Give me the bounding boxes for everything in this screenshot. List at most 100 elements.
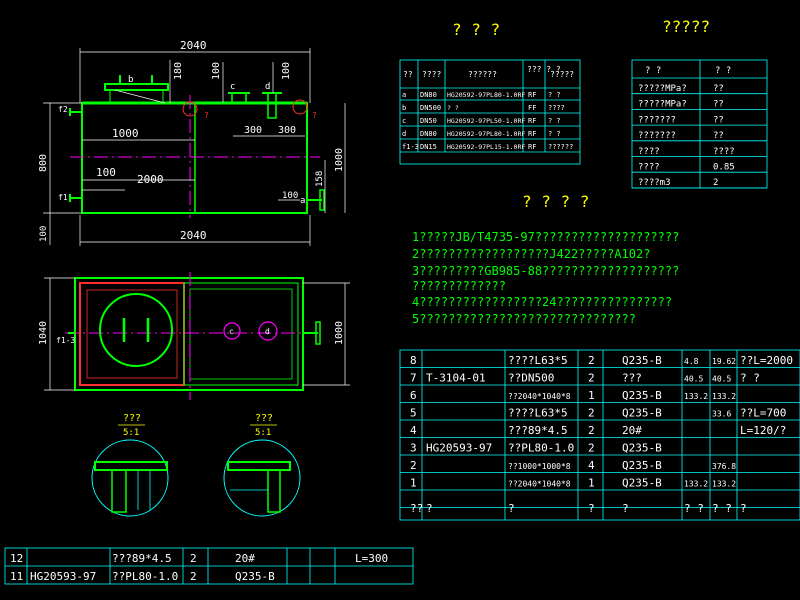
notes-title: ? ? ? ? (522, 192, 589, 211)
extra-cell-0-0: 12 (10, 552, 23, 565)
nozzle-cell-0-1: DN80 (420, 91, 437, 99)
bom-cell-0-3: 2 (588, 354, 595, 367)
nozzle-cell-1-0: b (402, 104, 406, 112)
bom-cell-0-0: 8 (410, 354, 417, 367)
nozzle-c-plan (223, 322, 241, 340)
manhole-neck (109, 89, 164, 104)
notes-lines: 1?????JB/T4735-97???????????????????? 2??… (412, 230, 679, 326)
spec-th-1: ? ? (715, 66, 731, 76)
nozzle-cell-3-4: ? ? (548, 130, 561, 138)
bom-header-0: ?? (410, 502, 423, 515)
bom-cell-6-4: Q235-B (622, 459, 662, 472)
nozzle-cell-0-3: RF (528, 91, 536, 99)
nozzle-cell-1-1: DN500 (420, 104, 441, 112)
bom-cell-7-5: 133.2 (684, 480, 708, 489)
bom-cell-6-2: ??1000*1000*8 (508, 462, 571, 471)
nozzle-cell-4-1: DN15 (420, 143, 437, 151)
front-view: b c d f2 f1 a ? ? (38, 39, 346, 246)
detail-right-title: ??? (255, 413, 273, 424)
plan-nozzle-a-flange (315, 321, 321, 345)
plan-nozzle-f-label: f1-3 (56, 336, 75, 345)
note-line-2: 3?????????GB985-88??????????????????? (412, 264, 679, 278)
bom-header-7: ? (740, 502, 747, 515)
nozzle-th-1: ???? (422, 70, 441, 79)
dim-100-a: 100 (211, 62, 222, 80)
note-line-0: 1?????JB/T4735-97???????????????????? (412, 230, 679, 244)
bom-cell-0-7: ??L=2000 (740, 354, 793, 367)
nozzle-d (267, 92, 277, 119)
note-line-3: ????????????? (412, 279, 506, 293)
spec-cell-2-0: ??????? (638, 115, 676, 125)
bom-header-5: ? ? (684, 502, 704, 515)
nozzle-cell-1-4: ???? (548, 104, 565, 112)
bom-cell-5-3: 2 (588, 442, 595, 455)
note-line-1: 2??????????????????J422?????A102? (412, 247, 650, 261)
bom-cell-0-4: Q235-B (622, 354, 662, 367)
bom-cell-5-0: 3 (410, 442, 417, 455)
manhole-plan (99, 293, 173, 367)
spec-table-rows: ? ?? ??????MPa????????MPa???????????????… (638, 66, 735, 188)
dim-300-a: 300 (244, 125, 262, 136)
spec-cell-2-1: ?? (713, 115, 724, 125)
bom-cell-4-7: L=120/? (740, 424, 786, 437)
detail-right-plate (227, 461, 291, 471)
bom-cell-0-5: 4.8 (684, 357, 699, 366)
bom-cell-4-3: 2 (588, 424, 595, 437)
nozzle-cell-1-3: FF (528, 104, 536, 112)
manhole-leader (114, 89, 166, 104)
bom-table-grid (399, 349, 800, 521)
nozzle-cell-4-4: ?????? (548, 143, 573, 151)
bom-cell-5-1: HG20593-97 (426, 442, 492, 455)
spec-cell-6-1: 2 (713, 178, 718, 188)
spec-cell-5-1: 0.85 (713, 163, 735, 173)
nozzle-cell-4-2: HG20592-97PL15-1.0RF (447, 143, 525, 151)
bom-cell-2-6: 133.2 (712, 392, 736, 401)
bom-header-2: ? (508, 502, 515, 515)
nozzle-cell-0-0: a (402, 91, 406, 99)
nozzle-f2-label: f2 (58, 105, 68, 114)
front-dimension-lines (43, 48, 346, 246)
note-line-4: 4?????????????????24???????????????? (412, 295, 672, 309)
bom-cell-1-2: ??DN500 (508, 372, 554, 385)
bom-cell-1-5: 40.5 (684, 375, 703, 384)
bom-cell-2-5: 133.2 (684, 392, 708, 401)
spec-cell-4-1: ???? (713, 147, 735, 157)
plan-dim-1040: 1040 (38, 321, 49, 345)
bom-cell-7-2: ??2040*1040*8 (508, 480, 571, 489)
bom-header-3: ? (588, 502, 595, 515)
spec-cell-6-0: ????m3 (638, 178, 671, 188)
detail-left-web (111, 469, 127, 513)
detail-right-scale: 5:1 (255, 428, 271, 438)
bom-cell-6-6: 376.8 (712, 462, 736, 471)
dim-100-width: 100 (96, 166, 116, 179)
nozzle-table-headers: ?? ???? ?????? ??? ? ? ????? (403, 65, 574, 79)
extra-cell-1-4: Q235-B (235, 570, 275, 583)
plan-nozzle-d-label: d (265, 327, 270, 336)
dim-2040-top: 2040 (180, 39, 207, 52)
extra-cell-1-3: 2 (190, 570, 197, 583)
nozzle-cell-2-3: RF (528, 117, 536, 125)
nozzle-cell-1-2: ? ? (447, 104, 459, 112)
spec-cell-0-1: ?? (713, 84, 724, 94)
bom-cell-4-4: 20# (622, 424, 642, 437)
extra-cell-0-4: 20# (235, 552, 255, 565)
nozzle-f1-label: f1 (58, 193, 68, 202)
nozzle-cell-2-0: c (402, 117, 406, 125)
plan-dim-1000: 1000 (334, 321, 345, 345)
bom-cell-6-3: 4 (588, 459, 595, 472)
bom-cell-1-1: T-3104-01 (426, 372, 486, 385)
note-line-5: 5?????????????????????????????? (412, 312, 636, 326)
dim-1000-left: 1000 (112, 127, 139, 140)
bom-cell-0-2: ????L63*5 (508, 354, 568, 367)
dim-2000: 2000 (137, 173, 164, 186)
detail-ref-left: ? (204, 111, 209, 120)
nozzle-b-label: b (128, 75, 133, 85)
bom-cell-3-4: Q235-B (622, 407, 662, 420)
detail-marker-right (292, 99, 308, 115)
